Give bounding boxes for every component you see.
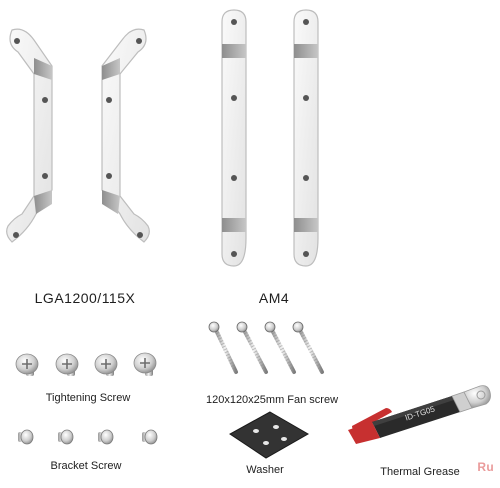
tightening-screw — [55, 353, 79, 376]
thermal-grease-tube — [348, 385, 491, 444]
fan-screw — [292, 321, 324, 374]
bracket-screw-label: Bracket Screw — [50, 460, 122, 472]
am4-label: AM4 — [258, 290, 290, 306]
fan-screw — [208, 321, 238, 374]
bracket-screw — [58, 429, 74, 445]
tightening-screw-label: Tightening Screw — [45, 392, 131, 404]
washer-label: Washer — [246, 464, 284, 476]
watermark-logo: Ru — [477, 460, 494, 474]
fan-screws — [208, 321, 324, 374]
lga-bracket-right — [101, 28, 150, 243]
tightening-screw — [15, 353, 39, 376]
tightening-screw — [133, 352, 157, 376]
fan-screw-label: 120x120x25mm Fan screw — [205, 394, 339, 406]
fan-screw — [264, 321, 296, 374]
am4-bracket-left — [221, 9, 247, 267]
tightening-screws — [15, 352, 157, 376]
lga-bracket-left — [6, 28, 53, 243]
thermal-grease-label: Thermal Grease — [380, 466, 460, 478]
bracket-screws — [18, 429, 158, 445]
bracket-screw — [142, 429, 158, 445]
washer — [229, 411, 310, 459]
bracket-screw — [98, 429, 114, 445]
fan-screw — [236, 321, 268, 374]
tightening-screw — [94, 353, 118, 376]
bracket-screw — [18, 429, 34, 445]
am4-bracket-right — [293, 9, 319, 267]
lga-label: LGA1200/115X — [34, 290, 136, 306]
